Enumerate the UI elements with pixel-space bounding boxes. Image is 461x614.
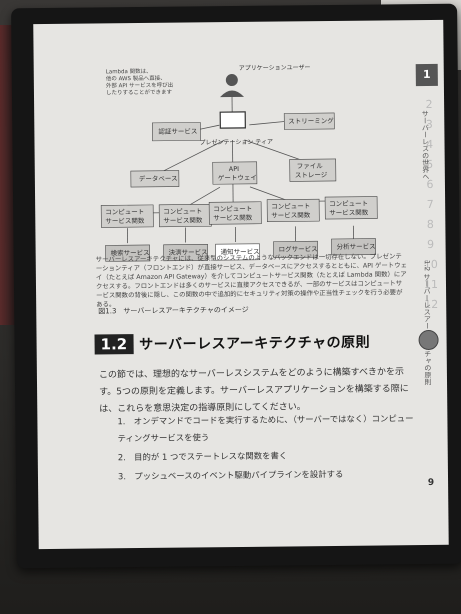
section-number: 1.2 bbox=[94, 334, 134, 355]
svg-text:サービス関数: サービス関数 bbox=[213, 213, 253, 222]
svg-text:検索サービス: 検索サービス bbox=[111, 248, 150, 257]
presentation-tier-icon bbox=[219, 111, 246, 129]
compute-function-box bbox=[266, 198, 320, 222]
svg-text:サービス関数: サービス関数 bbox=[105, 216, 145, 225]
svg-text:サービス関数: サービス関数 bbox=[271, 210, 311, 219]
svg-text:コンピュート: コンピュート bbox=[213, 205, 252, 213]
figure-caption: 図1.3 サーバーレスアーキテクチャのイメージ bbox=[98, 305, 249, 316]
user-icon bbox=[225, 74, 238, 87]
chapter-tab[interactable]: 7 bbox=[426, 197, 434, 212]
search-service-box bbox=[105, 244, 151, 262]
e-reader-device: アプリケーションユーザー プレゼンテーション ティア Lambda 関数は、 他… bbox=[11, 3, 461, 569]
compute-function-box bbox=[100, 204, 154, 228]
section-heading: 1.2 サーバーレスアーキテクチャの原則 bbox=[94, 331, 370, 356]
chapter-tab-active[interactable]: 1 bbox=[415, 63, 438, 87]
compute-function-box bbox=[324, 196, 378, 220]
diagram-description: サーバーレスアーキテクチャには、従来型のシステムのようなバックエンドは一切存在し… bbox=[95, 252, 407, 309]
chapter-tab[interactable]: 9 bbox=[427, 237, 435, 252]
file-storage-label-2: ストレージ bbox=[295, 171, 328, 179]
compute-function-box bbox=[208, 201, 262, 225]
side-label-section: 1.2 サーバーレスアーキテクチャの原則 bbox=[422, 259, 433, 386]
api-gateway-box bbox=[212, 161, 258, 185]
database-box bbox=[130, 170, 180, 188]
notification-service-box bbox=[215, 243, 261, 261]
chapter-tab[interactable]: 8 bbox=[426, 217, 434, 232]
list-item: 3. プッシュベースのイベント駆動パイプラインを設計する bbox=[117, 468, 344, 482]
svg-text:コンピュート: コンピュート bbox=[329, 200, 368, 208]
svg-text:ストリーミング: ストリーミング bbox=[288, 116, 334, 125]
svg-text:コンピュート: コンピュート bbox=[163, 207, 202, 215]
svg-text:ログサービス: ログサービス bbox=[279, 244, 318, 253]
page-number: 9 bbox=[427, 477, 435, 489]
svg-text:通知サービス: 通知サービス bbox=[221, 247, 260, 256]
svg-text:サービス関数: サービス関数 bbox=[329, 208, 369, 217]
payment-service-box bbox=[163, 244, 209, 262]
auth-service-box bbox=[151, 122, 201, 142]
diagram-note: Lambda 関数は、 他の AWS 製品へ直接、 外部 API サービスを呼び… bbox=[106, 67, 175, 97]
api-gateway-label-2: ゲートウェイ bbox=[218, 173, 257, 182]
presentation-tier-label: プレゼンテーション ティア bbox=[199, 138, 273, 147]
section-marker-icon bbox=[418, 329, 439, 351]
log-service-box bbox=[273, 240, 319, 258]
principles-list: 1. オンデマンドでコードを実行するために、（サーバーではなく）コンピューティン… bbox=[117, 410, 418, 487]
svg-text:認証サービス: 認証サービス bbox=[158, 126, 197, 135]
file-storage-label-1: ファイル bbox=[297, 162, 324, 170]
api-gateway-label-1: API bbox=[229, 165, 239, 173]
svg-text:サービス関数: サービス関数 bbox=[163, 215, 203, 224]
streaming-box bbox=[283, 112, 335, 130]
e-reader-screen[interactable]: アプリケーションユーザー プレゼンテーション ティア Lambda 関数は、 他… bbox=[33, 19, 449, 550]
app-user-label: アプリケーションユーザー bbox=[239, 64, 311, 72]
side-label-chapter: サーバーレスの世界へ bbox=[421, 109, 430, 181]
architecture-diagram-svg: アプリケーションユーザー プレゼンテーション ティア Lambda 関数は、 他… bbox=[100, 64, 378, 262]
architecture-diagram: アプリケーションユーザー プレゼンテーション ティア Lambda 関数は、 他… bbox=[33, 20, 446, 294]
svg-text:コンピュート: コンピュート bbox=[271, 202, 310, 210]
list-item: 1. オンデマンドでコードを実行するために、（サーバーではなく）コンピューティン… bbox=[117, 413, 414, 444]
svg-text:決済サービス: 決済サービス bbox=[169, 247, 208, 256]
svg-text:データベース: データベース bbox=[139, 174, 178, 183]
section-title: サーバーレスアーキテクチャの原則 bbox=[139, 334, 371, 354]
list-item: 2. 目的が 1 つでステートレスな関数を書く bbox=[117, 450, 288, 463]
file-storage-box bbox=[289, 158, 337, 182]
analytics-service-box bbox=[331, 238, 376, 256]
svg-text:コンピュート: コンピュート bbox=[105, 208, 144, 216]
svg-text:分析サービス: 分析サービス bbox=[337, 242, 376, 251]
